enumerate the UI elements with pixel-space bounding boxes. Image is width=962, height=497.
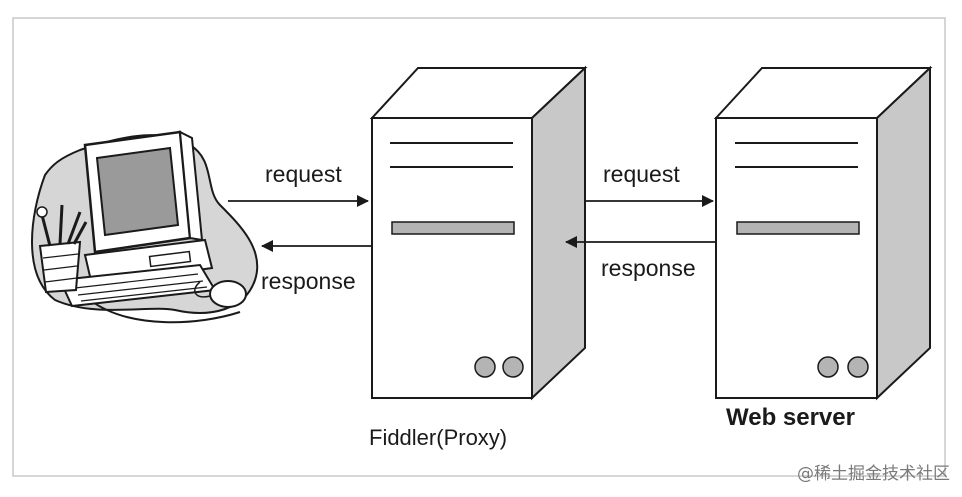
proxy-server-tower <box>369 65 588 401</box>
web-server-label: Web server <box>726 404 855 431</box>
right-response-label: response <box>601 255 696 281</box>
watermark: @稀土掘金技术社区 <box>797 464 950 484</box>
diagram-frame <box>12 17 946 477</box>
left-request-label: request <box>265 161 342 187</box>
proxy-label: Fiddler(Proxy) <box>369 425 508 450</box>
web-server-tower <box>713 65 933 401</box>
left-response-label: response <box>261 268 356 294</box>
desktop-computer-icon <box>31 130 259 324</box>
right-request-label: request <box>603 161 680 187</box>
